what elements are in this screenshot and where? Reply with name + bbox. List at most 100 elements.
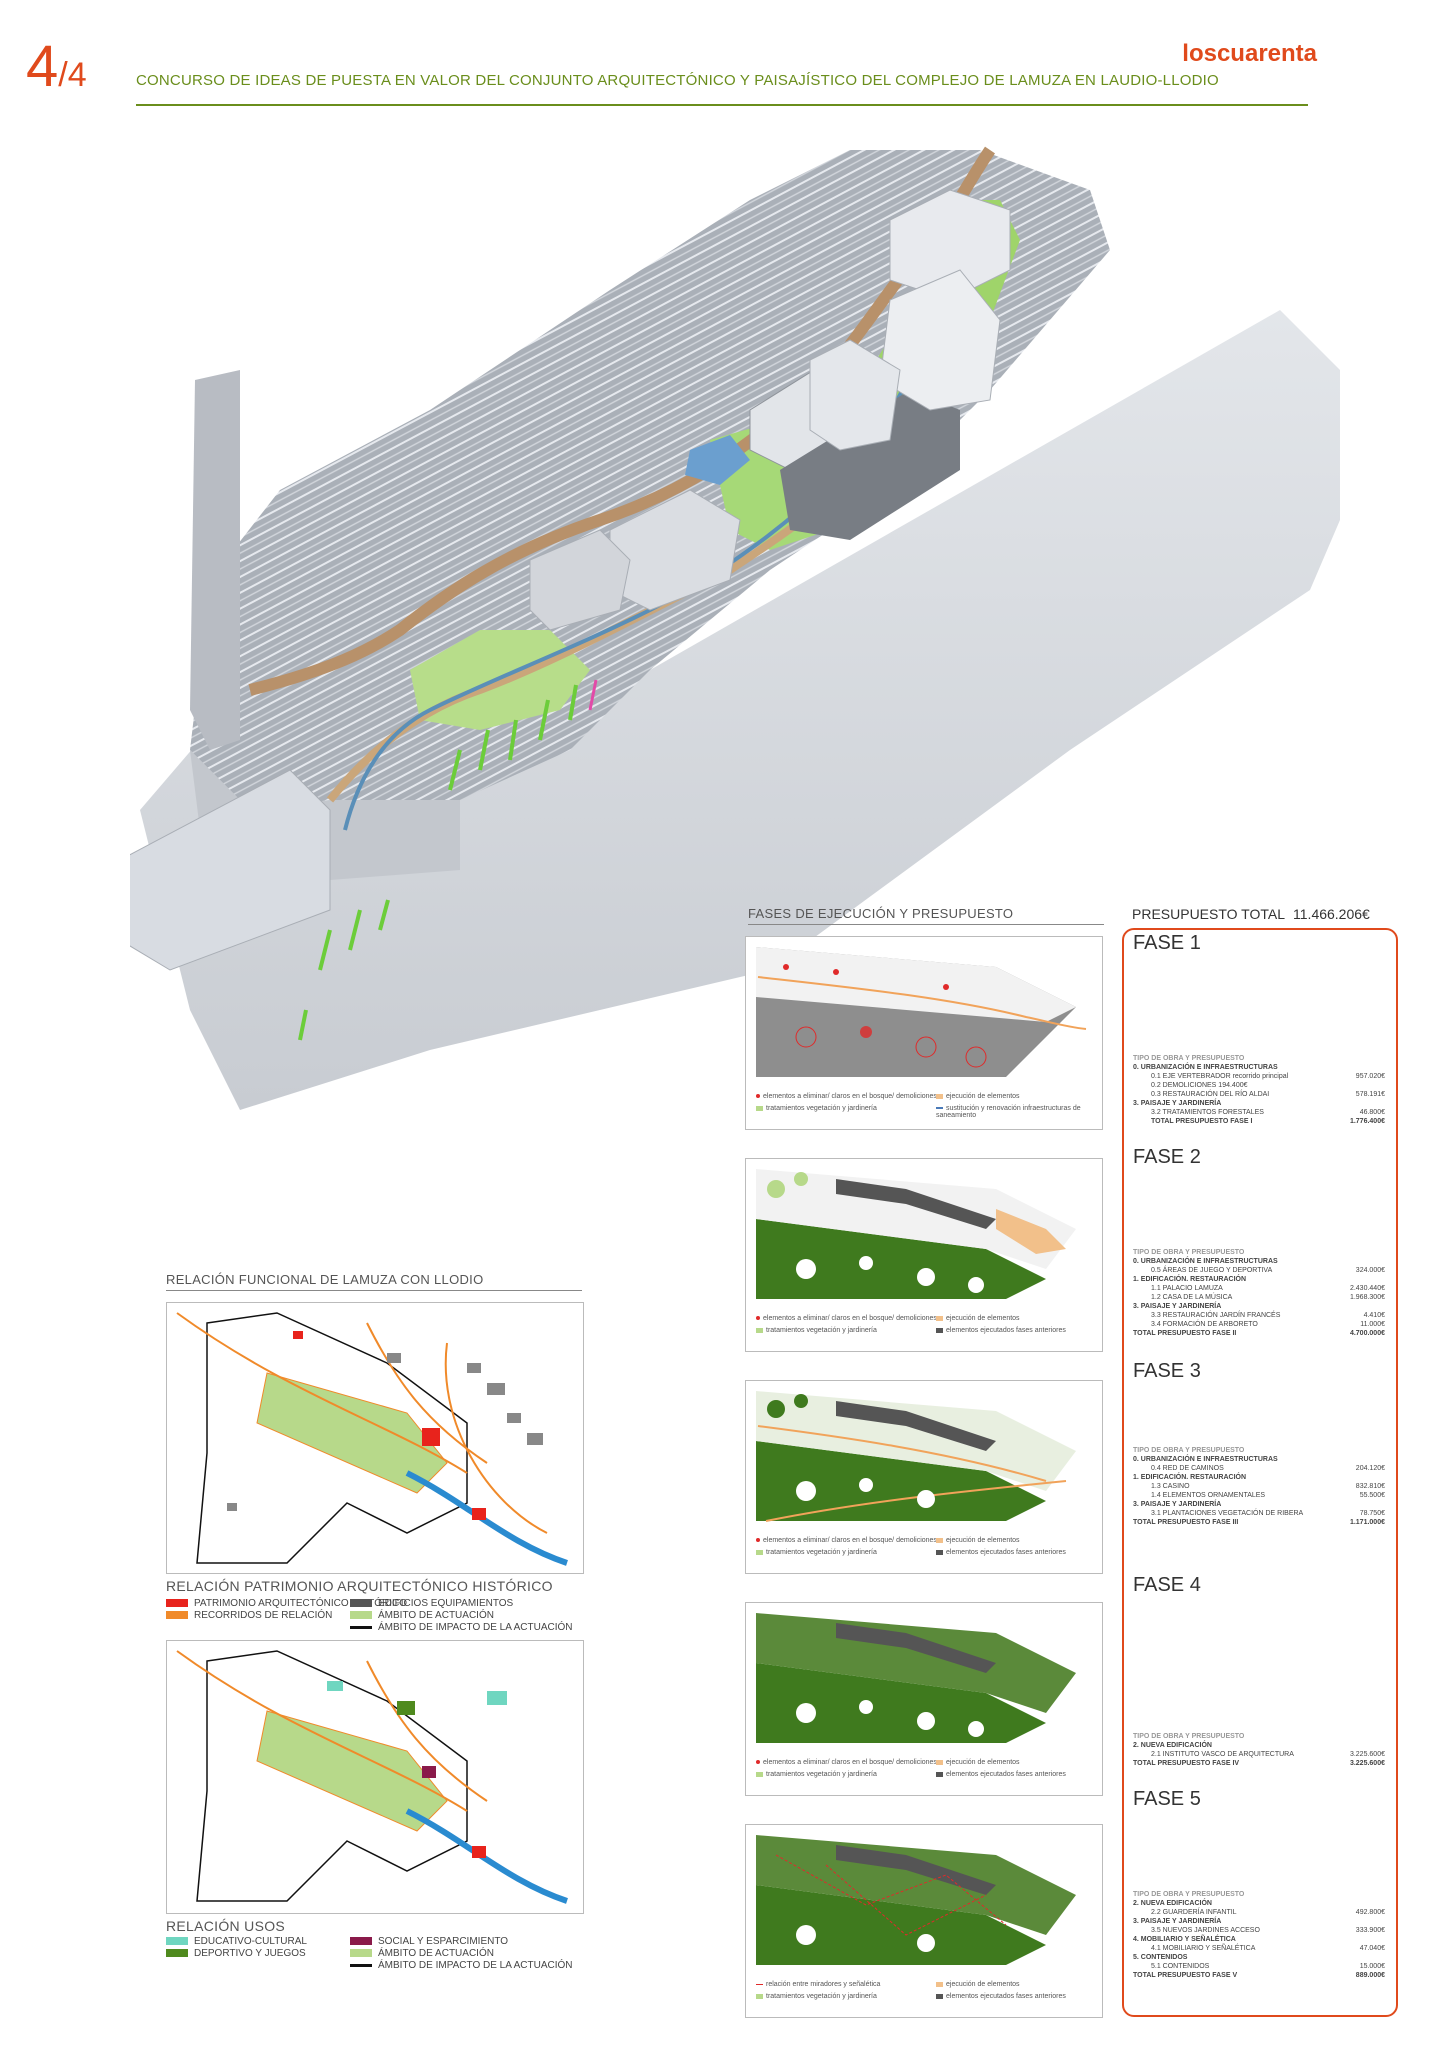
usos-routes <box>176 1650 488 1812</box>
budget-row: TOTAL PRESUPUESTO FASE II 4.700.000€ <box>1133 1329 1385 1338</box>
budget-row-label: 1. EDIFICACIÓN. RESTAURACIÓN <box>1133 1474 1247 1481</box>
patrimonio-buildings <box>227 1353 543 1511</box>
patrimonio-heritage <box>293 1331 303 1339</box>
phase1-demolition-mark <box>943 984 949 990</box>
legend-label: RECORRIDOS DE RELACIÓN <box>194 1610 333 1621</box>
budget-row-label: 3. PAISAJE Y JARDINERÍA <box>1133 1303 1222 1310</box>
legend-phase2-l2: tratamientos vegetación y jardinería <box>756 1327 877 1334</box>
brand-logo: loscuarenta <box>1182 40 1317 67</box>
legend-phase4-l1: elementos a eliminar/ claros en el bosqu… <box>756 1759 937 1766</box>
phase-map-1: elementos a eliminar/ claros en el bosqu… <box>745 936 1103 1130</box>
legend-phase1-r2: sustitución y renovación infraestructura… <box>936 1105 1081 1119</box>
phase5-built <box>836 1845 996 1895</box>
legend-item: ÁMBITO DE IMPACTO DE LA ACTUACIÓN <box>350 1960 572 1971</box>
phase3-clearing <box>859 1478 873 1492</box>
budget-row: 1. EDIFICACIÓN. RESTAURACIÓN <box>1133 1473 1385 1482</box>
legend-phase4-l2: tratamientos vegetación y jardinería <box>756 1771 877 1778</box>
legend-swatch <box>350 1611 372 1620</box>
phase1-demolition-mark <box>795 1026 817 1048</box>
usos-educational <box>487 1691 507 1705</box>
phase1-demolition-mark <box>965 1046 987 1068</box>
aerial-building-tower1 <box>889 189 1011 301</box>
budget-row-label: 3. PAISAJE Y JARDINERÍA <box>1133 1100 1222 1107</box>
phase1-demolition-mark <box>915 1036 937 1058</box>
budget-row-label: 0. URBANIZACIÓN E INFRAESTRUCTURAS <box>1133 1064 1278 1071</box>
patrimonio-impact-boundary <box>196 1312 468 1564</box>
budget-row: 0. URBANIZACIÓN E INFRAESTRUCTURAS <box>1133 1257 1385 1266</box>
legend-item: PATRIMONIO ARQUITECTÓNICO HISTÓRICO <box>166 1598 407 1609</box>
budget-table-header: TIPO DE OBRA Y PRESUPUESTO <box>1133 1891 1245 1898</box>
budget-row-label: 0.1 EJE VERTEBRADOR recorrido principal <box>1151 1073 1289 1080</box>
phase5-viewpoint-links <box>775 1854 1007 1936</box>
phase-map-2: elementos a eliminar/ claros en el bosqu… <box>745 1158 1103 1352</box>
legend-item: SOCIAL Y ESPARCIMIENTO <box>350 1936 508 1947</box>
usos-heritage <box>472 1846 486 1858</box>
usos-title: RELACIÓN USOS <box>166 1918 286 1934</box>
budget-row-value: 832.810€ <box>1355 1483 1385 1490</box>
budget-row-label: 1.4 ELEMENTOS ORNAMENTALES <box>1151 1492 1266 1499</box>
legend-item: RECORRIDOS DE RELACIÓN <box>166 1610 332 1621</box>
budget-row-label: TOTAL PRESUPUESTO FASE II <box>1133 1330 1237 1337</box>
phases-section-title: FASES DE EJECUCIÓN Y PRESUPUESTO <box>748 906 1014 921</box>
budget-row: TOTAL PRESUPUESTO FASE V 889.000€ <box>1133 1971 1385 1980</box>
budget-row-value: 1.968.300€ <box>1349 1294 1385 1301</box>
budget-row: 1. EDIFICACIÓN. RESTAURACIÓN <box>1133 1275 1385 1284</box>
budget-table-header: TIPO DE OBRA Y PRESUPUESTO <box>1133 1733 1245 1740</box>
budget-row-label: 3.4 FORMACIÓN DE ARBORETO <box>1151 1321 1258 1328</box>
budget-row-label: 1. EDIFICACIÓN. RESTAURACIÓN <box>1133 1276 1247 1283</box>
fase5-budget-table: TIPO DE OBRA Y PRESUPUESTO 2. NUEVA EDIFI… <box>1133 1890 1385 1980</box>
phase3-clearing <box>796 1481 816 1501</box>
aerial-building-long <box>780 390 960 540</box>
phase2-clearing <box>796 1259 816 1279</box>
patrimonio-action-area <box>256 1372 448 1494</box>
budget-row-value: 889.000€ <box>1355 1972 1385 1979</box>
aerial-left-wall <box>190 370 240 750</box>
patrimonio-heritage <box>472 1508 486 1520</box>
legend-phase5-r1: ejecución de elementos <box>936 1981 1020 1988</box>
legend-phase1-l2: tratamientos vegetación y jardinería <box>756 1105 877 1112</box>
budget-row-value: 78.750€ <box>1359 1510 1385 1517</box>
budget-row-label: 5.1 CONTENIDOS <box>1151 1963 1210 1970</box>
fase5-title: FASE 5 <box>1133 1788 1201 1810</box>
budget-row-label: 2. NUEVA EDIFICACIÓN <box>1133 1742 1212 1749</box>
budget-row: 2. NUEVA EDIFICACIÓN <box>1133 1899 1385 1908</box>
budget-row-label: 2.2 GUARDERÍA INFANTIL <box>1151 1909 1237 1916</box>
budget-row: 1.4 ELEMENTOS ORNAMENTALES 55.500€ <box>1133 1491 1385 1500</box>
phase2-play-area <box>996 1209 1066 1254</box>
phase2-clearing <box>968 1277 984 1293</box>
budget-row-label: 1.2 CASA DE LA MÚSICA <box>1151 1294 1233 1301</box>
legend-item: ÁMBITO DE IMPACTO DE LA ACTUACIÓN <box>350 1622 572 1633</box>
budget-table-header: TIPO DE OBRA Y PRESUPUESTO <box>1133 1055 1245 1062</box>
phase-map-3: elementos a eliminar/ claros en el bosqu… <box>745 1380 1103 1574</box>
budget-row: 0. URBANIZACIÓN E INFRAESTRUCTURAS <box>1133 1063 1385 1072</box>
budget-row-value: 4.700.000€ <box>1349 1330 1385 1337</box>
budget-row-label: 2.1 INSTITUTO VASCO DE ARQUITECTURA <box>1151 1751 1294 1758</box>
budget-row-label: TOTAL PRESUPUESTO FASE V <box>1133 1972 1238 1979</box>
budget-row: 3. PAISAJE Y JARDINERÍA <box>1133 1917 1385 1926</box>
budget-row-label: 2. NUEVA EDIFICACIÓN <box>1133 1900 1212 1907</box>
legend-item: DEPORTIVO Y JUEGOS <box>166 1948 306 1959</box>
aerial-building-left <box>130 769 331 971</box>
fase1-budget-table: TIPO DE OBRA Y PRESUPUESTO 0. URBANIZACIÓ… <box>1133 1054 1385 1126</box>
budget-row-value: 3.225.600€ <box>1349 1751 1385 1758</box>
legend-phase2-r1: ejecución de elementos <box>936 1315 1020 1322</box>
phase3-built <box>836 1401 996 1451</box>
budget-row-value: 3.225.600€ <box>1349 1760 1385 1767</box>
budget-row-value: 55.500€ <box>1359 1492 1385 1499</box>
legend-phase3-r2: elementos ejecutados fases anteriores <box>936 1549 1066 1556</box>
budget-row-label: 3.3 RESTAURACIÓN JARDÍN FRANCÉS <box>1151 1312 1281 1319</box>
legend-label: SOCIAL Y ESPARCIMIENTO <box>378 1936 509 1947</box>
legend-item: ÁMBITO DE ACTUACIÓN <box>350 1610 494 1621</box>
legend-label: EDIFICIOS EQUIPAMIENTOS <box>378 1598 514 1609</box>
budget-row-label: 1.3 CASINO <box>1151 1483 1190 1490</box>
fase4-title: FASE 4 <box>1133 1574 1201 1596</box>
usos-action-area <box>256 1710 448 1832</box>
